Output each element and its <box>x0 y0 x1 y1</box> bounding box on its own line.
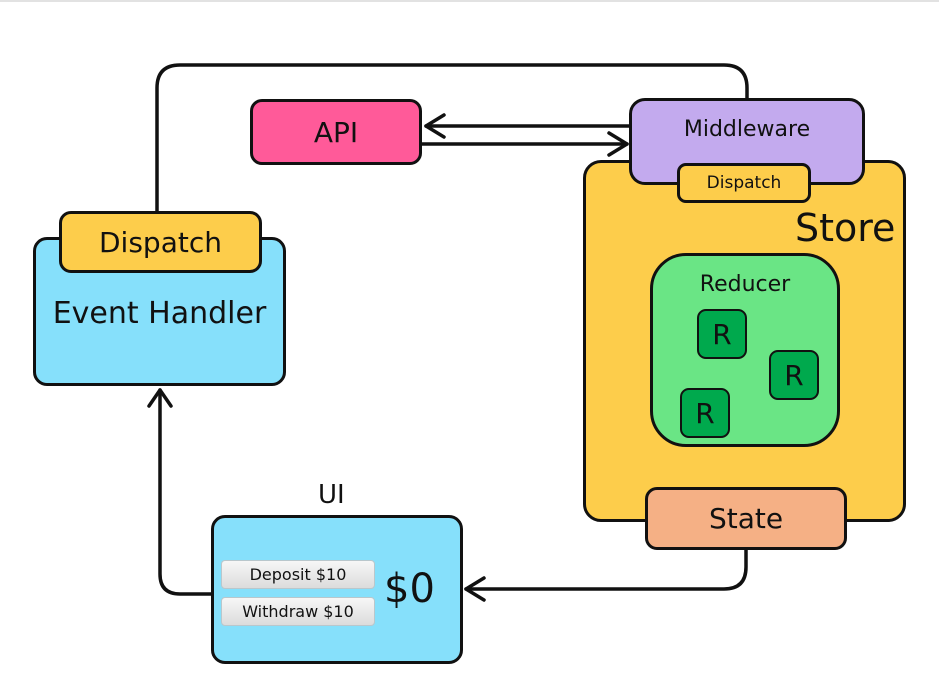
event-handler-dispatch-node: Dispatch <box>59 211 262 273</box>
reducer-item: R <box>769 350 819 400</box>
top-border-line <box>0 0 939 2</box>
arrowhead-api <box>424 113 446 139</box>
api-label: API <box>313 115 359 149</box>
edge-dispatch-to-middleware <box>155 63 749 213</box>
arrowhead-middleware <box>607 131 629 157</box>
reducer-item-label: R <box>784 358 804 392</box>
edge-state-to-ui <box>464 548 748 591</box>
reducer-item-label: R <box>712 317 732 351</box>
edge-ui-to-handler <box>158 388 213 596</box>
middleware-dispatch-node: Dispatch <box>677 163 811 203</box>
balance-display: $0 <box>384 566 435 612</box>
state-node: State <box>645 487 847 550</box>
reducer-item: R <box>680 388 730 438</box>
event-handler-dispatch-label: Dispatch <box>99 225 222 259</box>
withdraw-button[interactable]: Withdraw $10 <box>221 597 375 626</box>
middleware-label: Middleware <box>683 117 811 142</box>
arrowhead-ui <box>464 576 486 602</box>
api-node: API <box>250 99 422 165</box>
ui-title: UI <box>318 480 345 510</box>
state-label: State <box>708 502 784 535</box>
reducer-item-label: R <box>695 396 715 430</box>
reducer-label: Reducer <box>699 272 791 297</box>
middleware-dispatch-label: Dispatch <box>706 173 782 193</box>
reducer-item: R <box>697 309 747 359</box>
deposit-button[interactable]: Deposit $10 <box>221 560 375 589</box>
arrowhead-handler <box>147 388 173 408</box>
store-label: Store <box>795 206 896 250</box>
ui-node <box>211 515 463 664</box>
event-handler-label: Event Handler <box>52 296 267 331</box>
